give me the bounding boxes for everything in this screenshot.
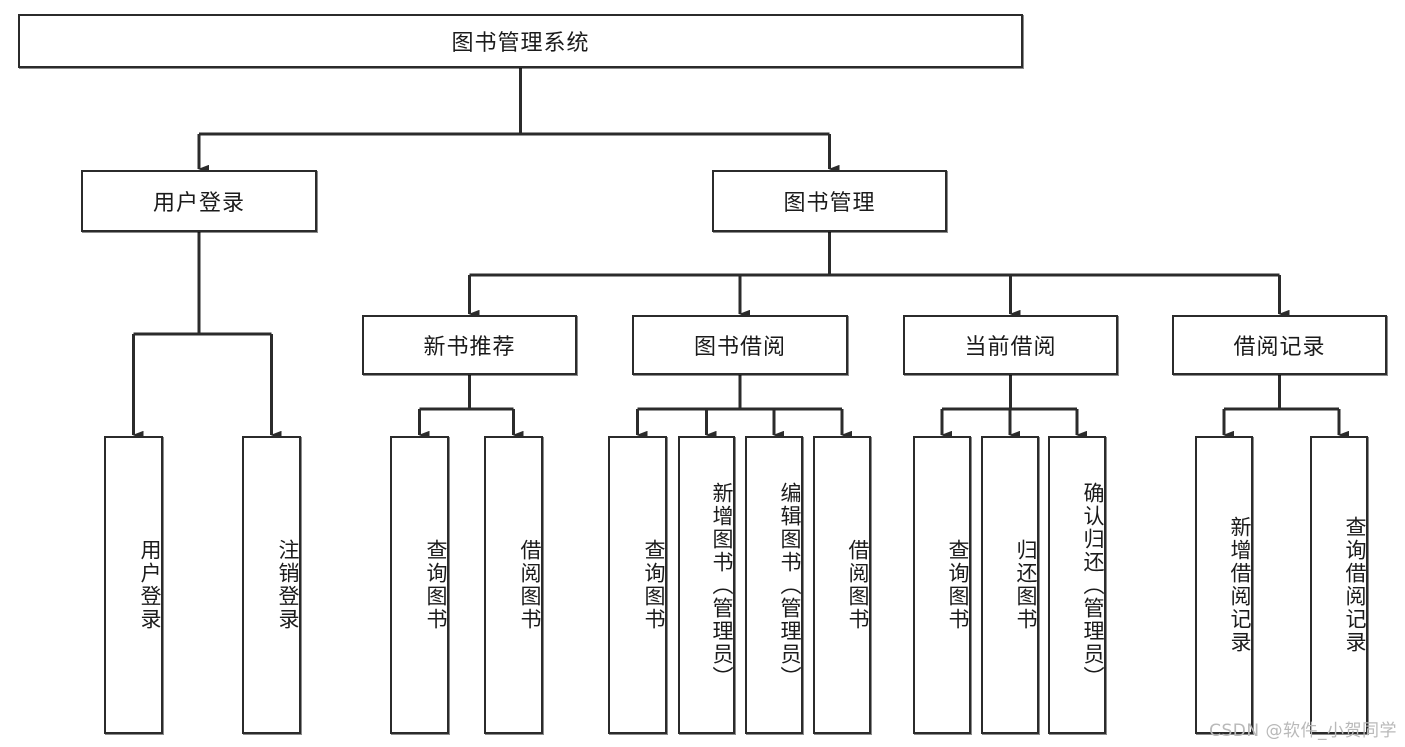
node-root[interactable]: 图书管理系统: [18, 14, 1023, 68]
node-leaf-query-book-rec[interactable]: 查询图书: [390, 436, 449, 734]
node-label: 用户登录: [138, 539, 162, 631]
node-book-manage[interactable]: 图书管理: [712, 170, 947, 232]
node-book-borrow[interactable]: 图书借阅: [632, 315, 848, 375]
node-label: 查询借阅记录: [1343, 516, 1367, 654]
node-leaf-borrow-book-rec[interactable]: 借阅图书: [484, 436, 543, 734]
node-label: 编辑图书（管理员）: [778, 481, 802, 689]
node-leaf-query-record[interactable]: 查询借阅记录: [1310, 436, 1368, 734]
node-label: 查询图书: [946, 539, 970, 631]
node-label: 新增图书（管理员）: [710, 481, 734, 689]
node-leaf-return-book[interactable]: 归还图书: [981, 436, 1039, 734]
node-label: 借阅记录: [1233, 335, 1326, 360]
node-label: 当前借阅: [964, 335, 1057, 360]
node-current-borrow[interactable]: 当前借阅: [903, 315, 1118, 375]
node-user-login[interactable]: 用户登录: [81, 170, 317, 232]
node-label: 图书管理: [783, 191, 876, 216]
node-leaf-add-record[interactable]: 新增借阅记录: [1195, 436, 1253, 734]
node-leaf-borrow-book[interactable]: 借阅图书: [813, 436, 871, 734]
node-leaf-confirm-return[interactable]: 确认归还（管理员）: [1048, 436, 1106, 734]
node-label: 查询图书: [424, 539, 448, 631]
node-label: 借阅图书: [518, 539, 542, 631]
node-leaf-query-book-cur[interactable]: 查询图书: [913, 436, 971, 734]
node-label: 查询图书: [642, 539, 666, 631]
node-borrow-record[interactable]: 借阅记录: [1172, 315, 1387, 375]
node-label: 图书借阅: [693, 335, 786, 360]
node-label: 确认归还（管理员）: [1081, 481, 1105, 689]
node-leaf-logout[interactable]: 注销登录: [242, 436, 301, 734]
node-label: 图书管理系统: [451, 31, 590, 56]
node-label: 借阅图书: [846, 539, 870, 631]
node-leaf-edit-book[interactable]: 编辑图书（管理员）: [745, 436, 803, 734]
node-label: 归还图书: [1014, 539, 1038, 631]
watermark-label: CSDN @软件_小贺同学: [1209, 721, 1397, 741]
node-label: 新增借阅记录: [1228, 516, 1252, 654]
node-label: 注销登录: [276, 539, 300, 631]
node-leaf-user-login[interactable]: 用户登录: [104, 436, 163, 734]
node-leaf-add-book[interactable]: 新增图书（管理员）: [678, 436, 735, 734]
node-label: 新书推荐: [423, 335, 516, 360]
node-leaf-query-book-borrow[interactable]: 查询图书: [608, 436, 667, 734]
node-new-book-recommend[interactable]: 新书推荐: [362, 315, 577, 375]
node-label: 用户登录: [152, 191, 245, 216]
